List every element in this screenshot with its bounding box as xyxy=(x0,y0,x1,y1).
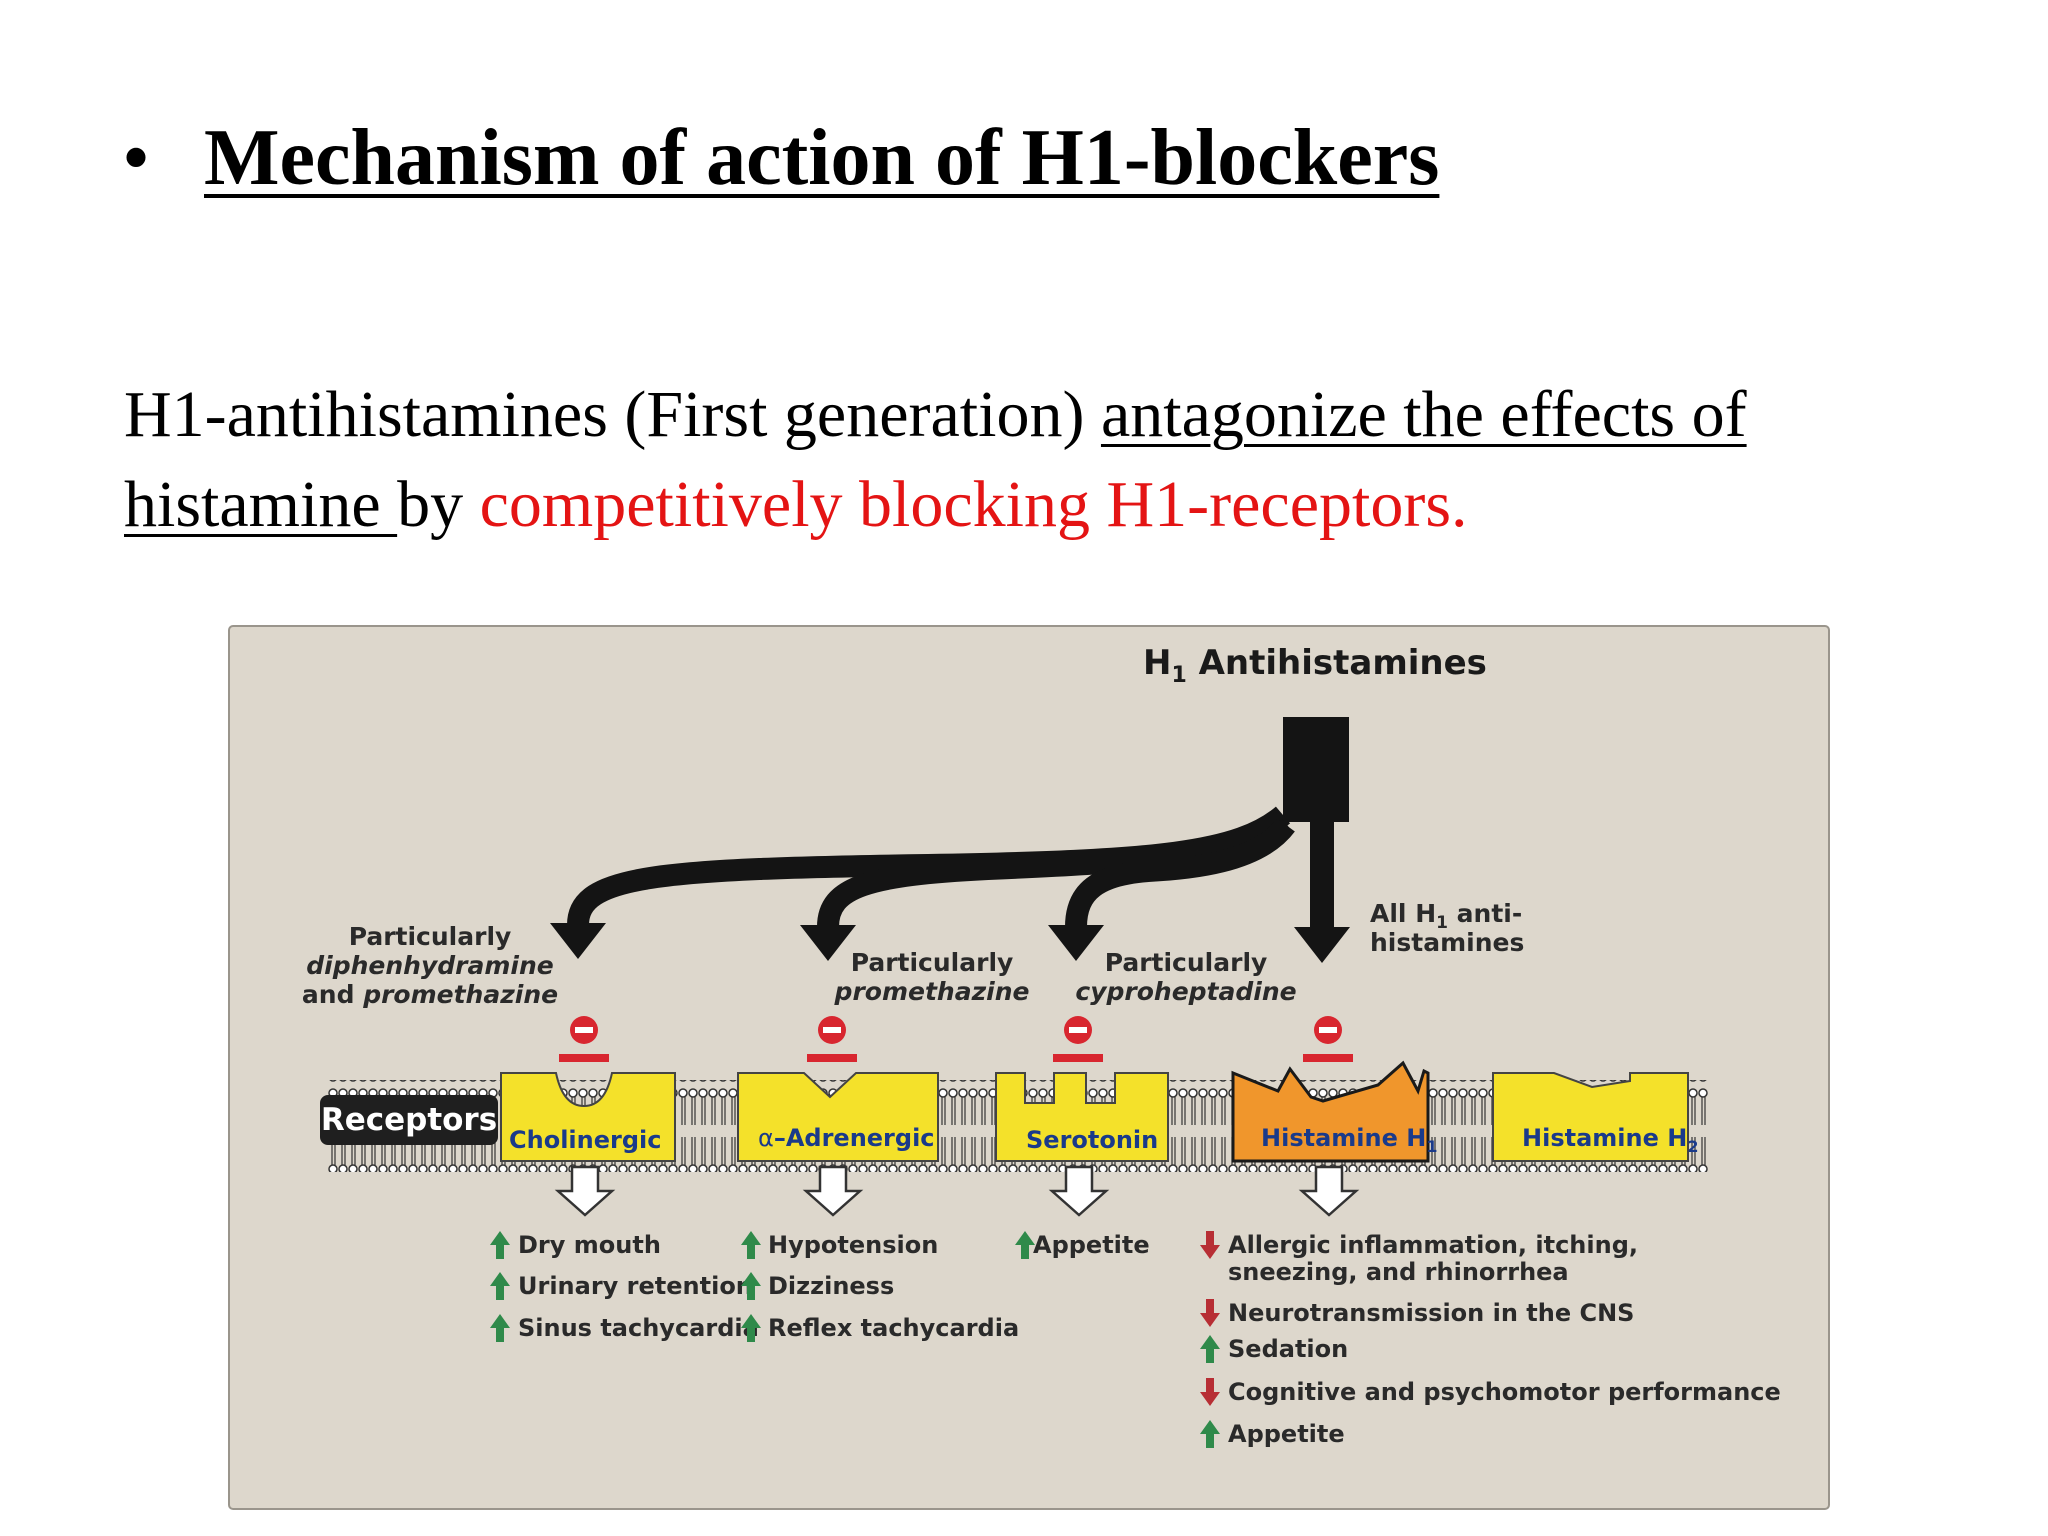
increase-arrow-icon xyxy=(490,1314,510,1342)
receptors-badge xyxy=(320,1095,498,1145)
annot-serotonin-1: Particularly xyxy=(1105,948,1268,977)
effect-appetite-histamine: Appetite xyxy=(1228,1420,1345,1448)
annot-adrenergic-2: promethazine xyxy=(834,977,1030,1006)
receptor-adrenergic xyxy=(737,1072,939,1162)
increase-arrow-icon xyxy=(490,1231,510,1259)
receptor-cholinergic xyxy=(500,1072,676,1162)
effect-arrows xyxy=(554,1165,1360,1217)
arrowhead-serotonin xyxy=(1048,925,1104,961)
increase-arrow-icon xyxy=(741,1272,761,1300)
label-serotonin: Serotonin xyxy=(1026,1126,1158,1154)
inhibit-icon xyxy=(807,1016,857,1062)
arrow-trunk xyxy=(1283,717,1349,822)
arrowhead-histamine xyxy=(1294,927,1350,963)
decrease-arrow-icon xyxy=(1200,1299,1220,1327)
effect-cognitive: Cognitive and psychomotor performance xyxy=(1228,1378,1781,1406)
receptor-histamine-h1 xyxy=(1231,1060,1430,1163)
increase-arrow-icon xyxy=(1200,1335,1220,1363)
diagram-panel xyxy=(228,625,1830,1510)
annot-cholinergic-1: Particularly xyxy=(349,922,512,951)
inhibition-symbols xyxy=(559,1016,1353,1062)
annot-adrenergic-1: Particularly xyxy=(851,948,1014,977)
inhibit-icon xyxy=(1053,1016,1103,1062)
arrow-to-adrenergic xyxy=(817,811,1290,928)
effect-reflex-tachycardia: Reflex tachycardia xyxy=(768,1314,1019,1342)
intro-paragraph: H1-antihistamines (First generation) ant… xyxy=(124,370,1984,550)
label-histamine-h2: Histamine H2 xyxy=(1522,1124,1698,1156)
intro-part2: antagonize the effects of histamine xyxy=(124,378,1747,541)
receptor-labels: Cholinergic α–Adrenergic Serotonin Hista… xyxy=(509,1124,1698,1156)
effect-urinary-retention: Urinary retention xyxy=(518,1272,753,1300)
annot-histamine-1: All H1 anti- xyxy=(1370,899,1522,933)
inhibit-icon xyxy=(559,1016,609,1062)
effect-neurotransmission: Neurotransmission in the CNS xyxy=(1228,1299,1634,1327)
label-cholinergic: Cholinergic xyxy=(509,1126,661,1154)
diagram-header: H1 Antihistamines xyxy=(1143,643,1487,688)
increase-arrow-icon xyxy=(741,1231,761,1259)
effect-dizziness: Dizziness xyxy=(768,1272,894,1300)
effects-histamine: Allergic inflammation, itching, sneezing… xyxy=(1200,1231,1781,1448)
effect-allergic-2: sneezing, and rhinorrhea xyxy=(1228,1258,1569,1286)
effect-appetite-serotonin: Appetite xyxy=(1033,1231,1150,1259)
increase-arrow-icon xyxy=(490,1272,510,1300)
receptor-serotonin xyxy=(995,1072,1169,1162)
title-text: Mechanism of action of H1-blockers xyxy=(204,114,1440,202)
increase-arrow-icon xyxy=(741,1314,761,1342)
diagram-svg: H1 Antihistamines Particularly diphenhyd… xyxy=(228,625,1830,1510)
bullet: • xyxy=(122,114,151,202)
inhibit-icon xyxy=(1303,1016,1353,1062)
effects-cholinergic: Dry mouth Urinary retention Sinus tachyc… xyxy=(490,1231,759,1342)
effect-arrow-serotonin xyxy=(1048,1165,1110,1217)
intro-part1: H1-antihistamines (First generation) xyxy=(124,378,1101,451)
effect-allergic-1: Allergic inflammation, itching, xyxy=(1228,1231,1638,1259)
annot-cholinergic-2: diphenhydramine xyxy=(306,951,553,980)
annot-cholinergic-3: and promethazine xyxy=(302,980,558,1009)
effects-serotonin: Appetite xyxy=(1015,1231,1150,1259)
effect-arrow-adrenergic xyxy=(802,1165,864,1217)
decrease-arrow-icon xyxy=(1200,1378,1220,1406)
drug-arrows xyxy=(550,717,1350,963)
annot-histamine-2: histamines xyxy=(1370,928,1524,957)
effect-arrow-histamine xyxy=(1298,1165,1360,1217)
effects-adrenergic: Hypotension Dizziness Reflex tachycardia xyxy=(741,1231,1019,1342)
effect-dry-mouth: Dry mouth xyxy=(518,1231,661,1259)
effect-arrow-cholinergic xyxy=(554,1165,616,1217)
intro-part3: by xyxy=(397,468,480,541)
increase-arrow-icon xyxy=(1015,1231,1035,1259)
arrowhead-adrenergic xyxy=(800,925,856,961)
increase-arrow-icon xyxy=(1200,1420,1220,1448)
drug-annotations: Particularly diphenhydramine and prometh… xyxy=(302,899,1524,1009)
mechanism-diagram: H1 Antihistamines Particularly diphenhyd… xyxy=(228,625,1830,1510)
effect-hypotension: Hypotension xyxy=(768,1231,938,1259)
annot-serotonin-2: cyproheptadine xyxy=(1075,977,1296,1006)
receptor-histamine-h2 xyxy=(1492,1072,1689,1162)
receptors-badge-label: Receptors xyxy=(321,1102,497,1138)
effect-sinus-tachycardia: Sinus tachycardia xyxy=(518,1314,759,1342)
label-adrenergic: α–Adrenergic xyxy=(758,1124,935,1152)
arrow-to-serotonin xyxy=(1065,817,1295,928)
arrowhead-cholinergic xyxy=(550,923,606,959)
slide-title: •Mechanism of action of H1-blockers xyxy=(122,118,1439,198)
effect-sedation: Sedation xyxy=(1228,1335,1348,1363)
label-histamine-h1: Histamine H1 xyxy=(1261,1124,1437,1156)
intro-part4: competitively blocking H1-receptors. xyxy=(479,468,1468,541)
decrease-arrow-icon xyxy=(1200,1231,1220,1259)
receptor-blocks xyxy=(500,1060,1689,1163)
